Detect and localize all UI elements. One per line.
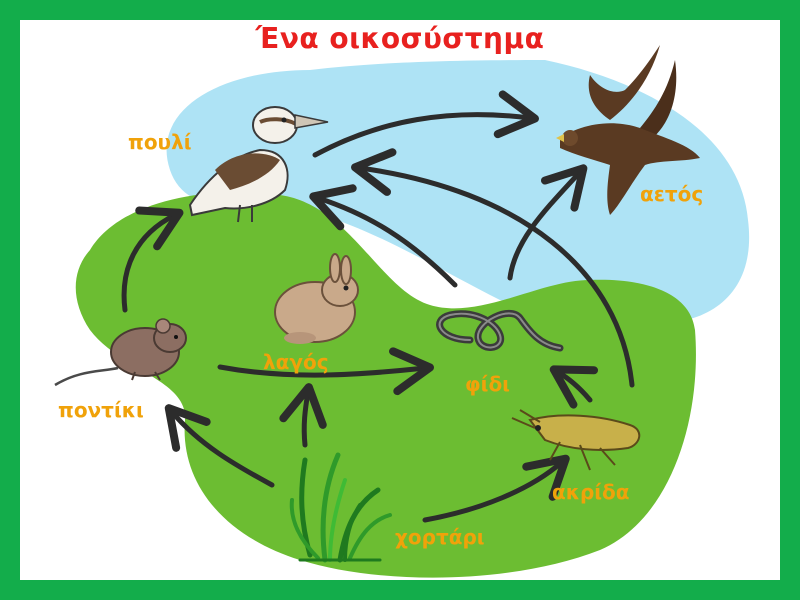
- arrow-grass-to-grasshopper: [422, 454, 570, 523]
- arrow-grass-to-rabbit: [279, 383, 327, 448]
- label-grasshopper: ακρίδα: [552, 480, 630, 504]
- arrow-mouse-to-bird: [121, 206, 184, 313]
- grasshopper-icon: [511, 409, 641, 471]
- arrow-grasshopper-to-bird: [351, 148, 635, 388]
- label-snake: φίδι: [465, 372, 510, 396]
- bird-icon: [188, 106, 329, 223]
- arrow-bird-to-eagle: [312, 90, 539, 158]
- label-eagle: αετός: [640, 182, 704, 206]
- label-bird: πουλί: [128, 130, 192, 154]
- rabbit-icon: [274, 253, 359, 344]
- mouse-icon: [54, 318, 187, 387]
- label-grass: χορτάρι: [395, 525, 485, 549]
- label-mouse: ποντίκι: [58, 398, 144, 422]
- arrow-grasshopper-to-snake: [549, 365, 599, 409]
- arrow-rabbit-to-snake: [217, 347, 434, 396]
- diagram-title: Ένα οικοσύστημα: [255, 22, 545, 55]
- snake-icon: [436, 309, 564, 352]
- food-chain-arrows: [121, 90, 635, 523]
- label-rabbit: λαγός: [263, 350, 329, 374]
- eagle-icon: [556, 45, 700, 215]
- arrow-snake-to-eagle: [507, 164, 588, 281]
- arrow-grass-to-mouse: [164, 404, 275, 488]
- arrow-snake-to-bird: [309, 184, 458, 288]
- grass-icon: [289, 452, 392, 563]
